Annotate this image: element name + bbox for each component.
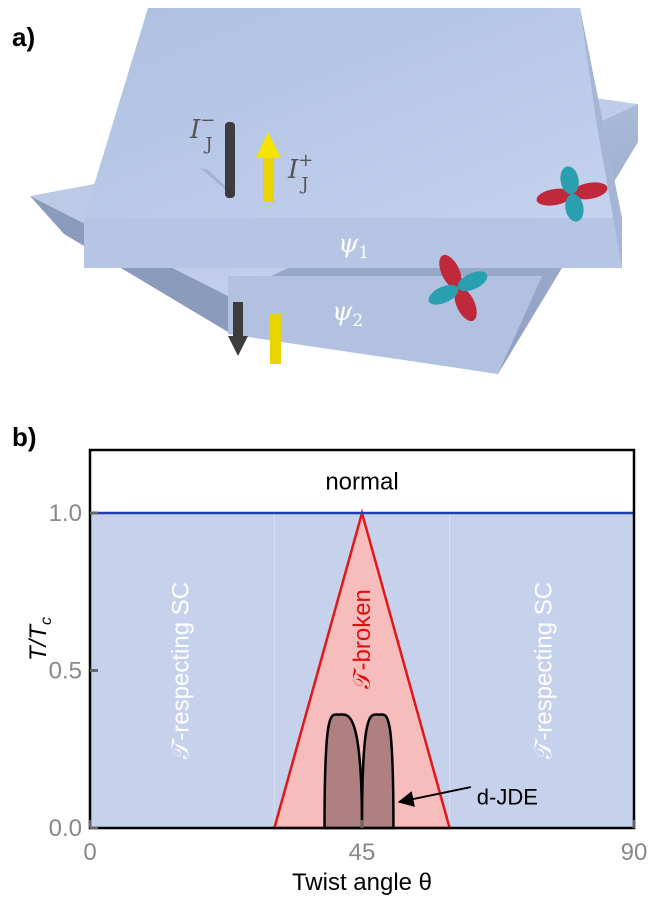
panel-b-label: b) (12, 422, 37, 452)
y-tick-label: 0.5 (49, 658, 82, 685)
djde-lobe-2 (360, 713, 395, 830)
x-tick-label: 45 (349, 839, 376, 866)
region-label-normal: normal (325, 469, 398, 496)
panel-a-label: a) (12, 22, 35, 52)
current-minus-arrow (200, 122, 248, 356)
region-label-respecting-left: 𝒯-respecting SC (168, 582, 195, 759)
panel-a: a) ψ2 ψ1 (12, 8, 638, 374)
djde-label: d-JDE (477, 785, 538, 810)
d-wave-orbital-bottom (428, 254, 488, 322)
psi1-label: ψ1 (338, 229, 369, 263)
y-tick-label: 1.0 (49, 500, 82, 527)
top-slab-top-face (84, 8, 622, 218)
y-axis-title: T/Tc (25, 617, 55, 661)
region-label-respecting-right: 𝒯-respecting SC (530, 582, 557, 759)
current-plus-arrow (256, 132, 281, 364)
d-wave-orbital-top (536, 166, 608, 222)
top-slab-right-face (580, 8, 622, 268)
top-slab: ψ1 (84, 8, 622, 268)
top-slab-front-face (84, 218, 622, 268)
x-axis-title: Twist angle θ (292, 869, 432, 896)
psi2-label: ψ2 (332, 297, 363, 331)
current-minus-label: I−J (189, 110, 215, 155)
djde-arrow (397, 786, 472, 807)
x-tick-label: 90 (621, 839, 648, 866)
djde-lobe-1 (323, 713, 364, 830)
y-tick-label: 0.0 (49, 815, 82, 842)
current-plus-label: I+J (287, 150, 313, 195)
t-broken-label: 𝒯-broken (349, 589, 376, 689)
x-tick-label: 0 (83, 839, 96, 866)
